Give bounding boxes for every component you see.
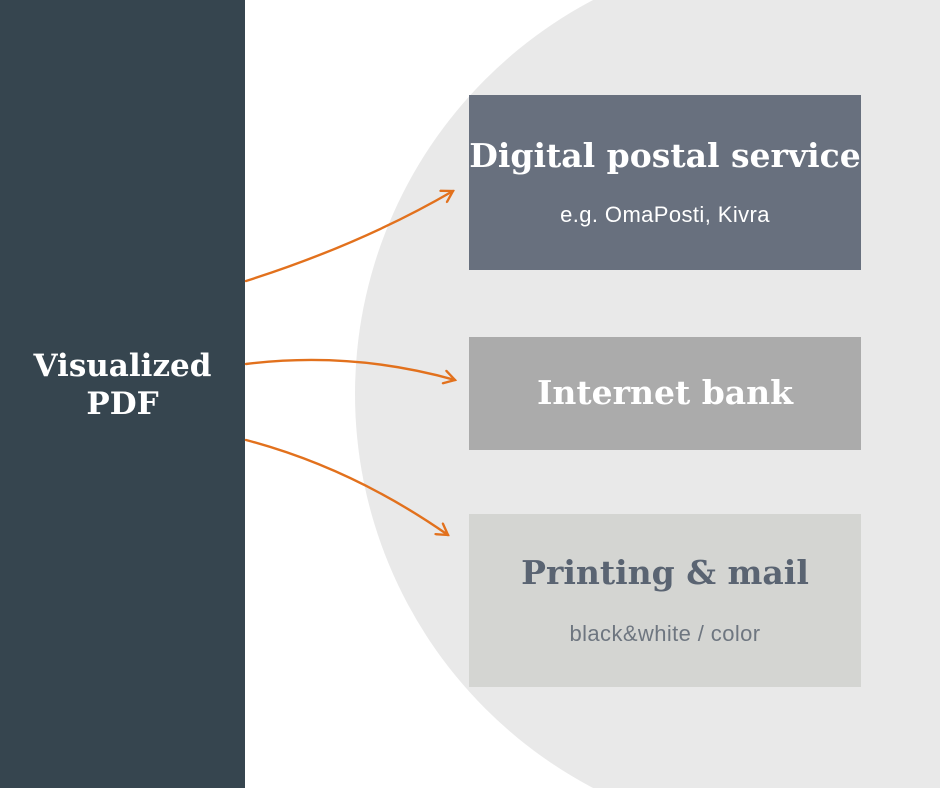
box-internet-bank-title: Internet bank (536, 373, 794, 413)
sidebar-title: Visualized PDF (33, 348, 212, 422)
sidebar: Visualized PDF (0, 0, 245, 788)
box-digital-postal-service: Digital postal service e.g. OmaPosti, Ki… (469, 95, 861, 270)
box-printing-and-mail: Printing & mail black&white / color (469, 514, 861, 687)
box-internet-bank: Internet bank (469, 337, 861, 450)
box-printing-and-mail-subtitle: black&white / color (569, 620, 761, 646)
box-digital-postal-service-title: Digital postal service (469, 136, 861, 176)
box-printing-and-mail-title: Printing & mail (521, 553, 809, 593)
box-digital-postal-service-subtitle: e.g. OmaPosti, Kivra (560, 201, 770, 227)
